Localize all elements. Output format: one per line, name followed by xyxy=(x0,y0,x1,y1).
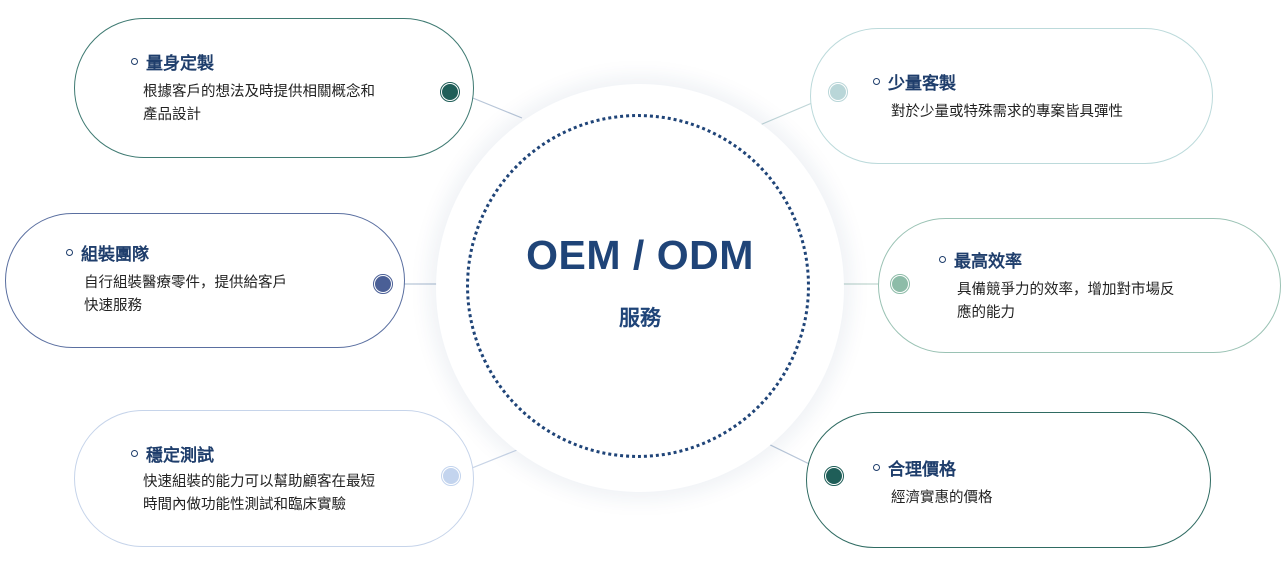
card-custom-design-title: 量身定製 xyxy=(146,54,214,74)
card-small-batch-title: 少量客製 xyxy=(888,74,956,94)
card-assembly-team-title: 組裝團隊 xyxy=(81,245,149,265)
connector-dot xyxy=(890,274,910,294)
connector-dot xyxy=(373,274,393,294)
desc-line: 產品設計 xyxy=(143,107,201,123)
desc-line: 時間內做功能性測試和臨床實驗 xyxy=(143,497,346,513)
desc-line: 經濟實惠的價格 xyxy=(891,490,993,506)
desc-line: 自行組裝醫療零件，提供給客戶 xyxy=(84,275,287,291)
desc-line: 對於少量或特殊需求的專案皆具彈性 xyxy=(891,104,1123,120)
center-subtitle: 服務 xyxy=(619,306,661,330)
card-custom-design-heading: 量身定製 xyxy=(131,49,214,74)
center-title: OEM / ODM xyxy=(526,232,754,278)
connector-dot xyxy=(441,466,461,486)
ring-bullet-icon xyxy=(939,256,946,263)
card-reasonable-price-heading: 合理價格 xyxy=(873,455,956,480)
desc-line: 快速服務 xyxy=(84,298,142,314)
connector-dot xyxy=(824,466,844,486)
center-dotted-ring xyxy=(466,114,810,458)
card-high-efficiency-heading: 最高效率 xyxy=(939,247,1022,272)
ring-bullet-icon xyxy=(66,249,73,256)
card-stable-testing-desc: 快速組裝的能力可以幫助顧客在最短 時間內做功能性測試和臨床實驗 xyxy=(143,471,375,517)
desc-line: 具備競爭力的效率，增加對市場反 xyxy=(957,282,1175,298)
desc-line: 根據客戶的想法及時提供相關概念和 xyxy=(143,84,375,100)
card-high-efficiency: 最高效率 具備競爭力的效率，增加對市場反 應的能力 xyxy=(878,218,1281,353)
card-stable-testing-title: 穩定測試 xyxy=(146,446,214,466)
card-custom-design-desc: 根據客戶的想法及時提供相關概念和 產品設計 xyxy=(143,81,375,127)
desc-line: 應的能力 xyxy=(957,305,1015,321)
card-small-batch: 少量客製 對於少量或特殊需求的專案皆具彈性 xyxy=(810,28,1213,164)
ring-bullet-icon xyxy=(873,78,880,85)
card-assembly-team-desc: 自行組裝醫療零件，提供給客戶 快速服務 xyxy=(84,272,287,318)
card-stable-testing: 穩定測試 快速組裝的能力可以幫助顧客在最短 時間內做功能性測試和臨床實驗 xyxy=(74,410,474,547)
ring-bullet-icon xyxy=(131,58,138,65)
ring-bullet-icon xyxy=(873,464,880,471)
desc-line: 快速組裝的能力可以幫助顧客在最短 xyxy=(143,474,375,490)
card-reasonable-price-title: 合理價格 xyxy=(888,460,956,480)
card-reasonable-price-desc: 經濟實惠的價格 xyxy=(891,487,993,510)
card-small-batch-heading: 少量客製 xyxy=(873,69,956,94)
center-circle: OEM / ODM 服務 xyxy=(436,84,844,492)
connector-dot xyxy=(828,82,848,102)
card-assembly-team-heading: 組裝團隊 xyxy=(66,240,149,265)
card-custom-design: 量身定製 根據客戶的想法及時提供相關概念和 產品設計 xyxy=(74,18,474,158)
card-stable-testing-heading: 穩定測試 xyxy=(131,441,214,466)
card-high-efficiency-title: 最高效率 xyxy=(954,252,1022,272)
card-reasonable-price: 合理價格 經濟實惠的價格 xyxy=(806,412,1211,548)
connector-dot xyxy=(440,82,460,102)
card-assembly-team: 組裝團隊 自行組裝醫療零件，提供給客戶 快速服務 xyxy=(5,213,405,348)
ring-bullet-icon xyxy=(131,450,138,457)
card-high-efficiency-desc: 具備競爭力的效率，增加對市場反 應的能力 xyxy=(957,279,1175,325)
card-small-batch-desc: 對於少量或特殊需求的專案皆具彈性 xyxy=(891,101,1123,124)
